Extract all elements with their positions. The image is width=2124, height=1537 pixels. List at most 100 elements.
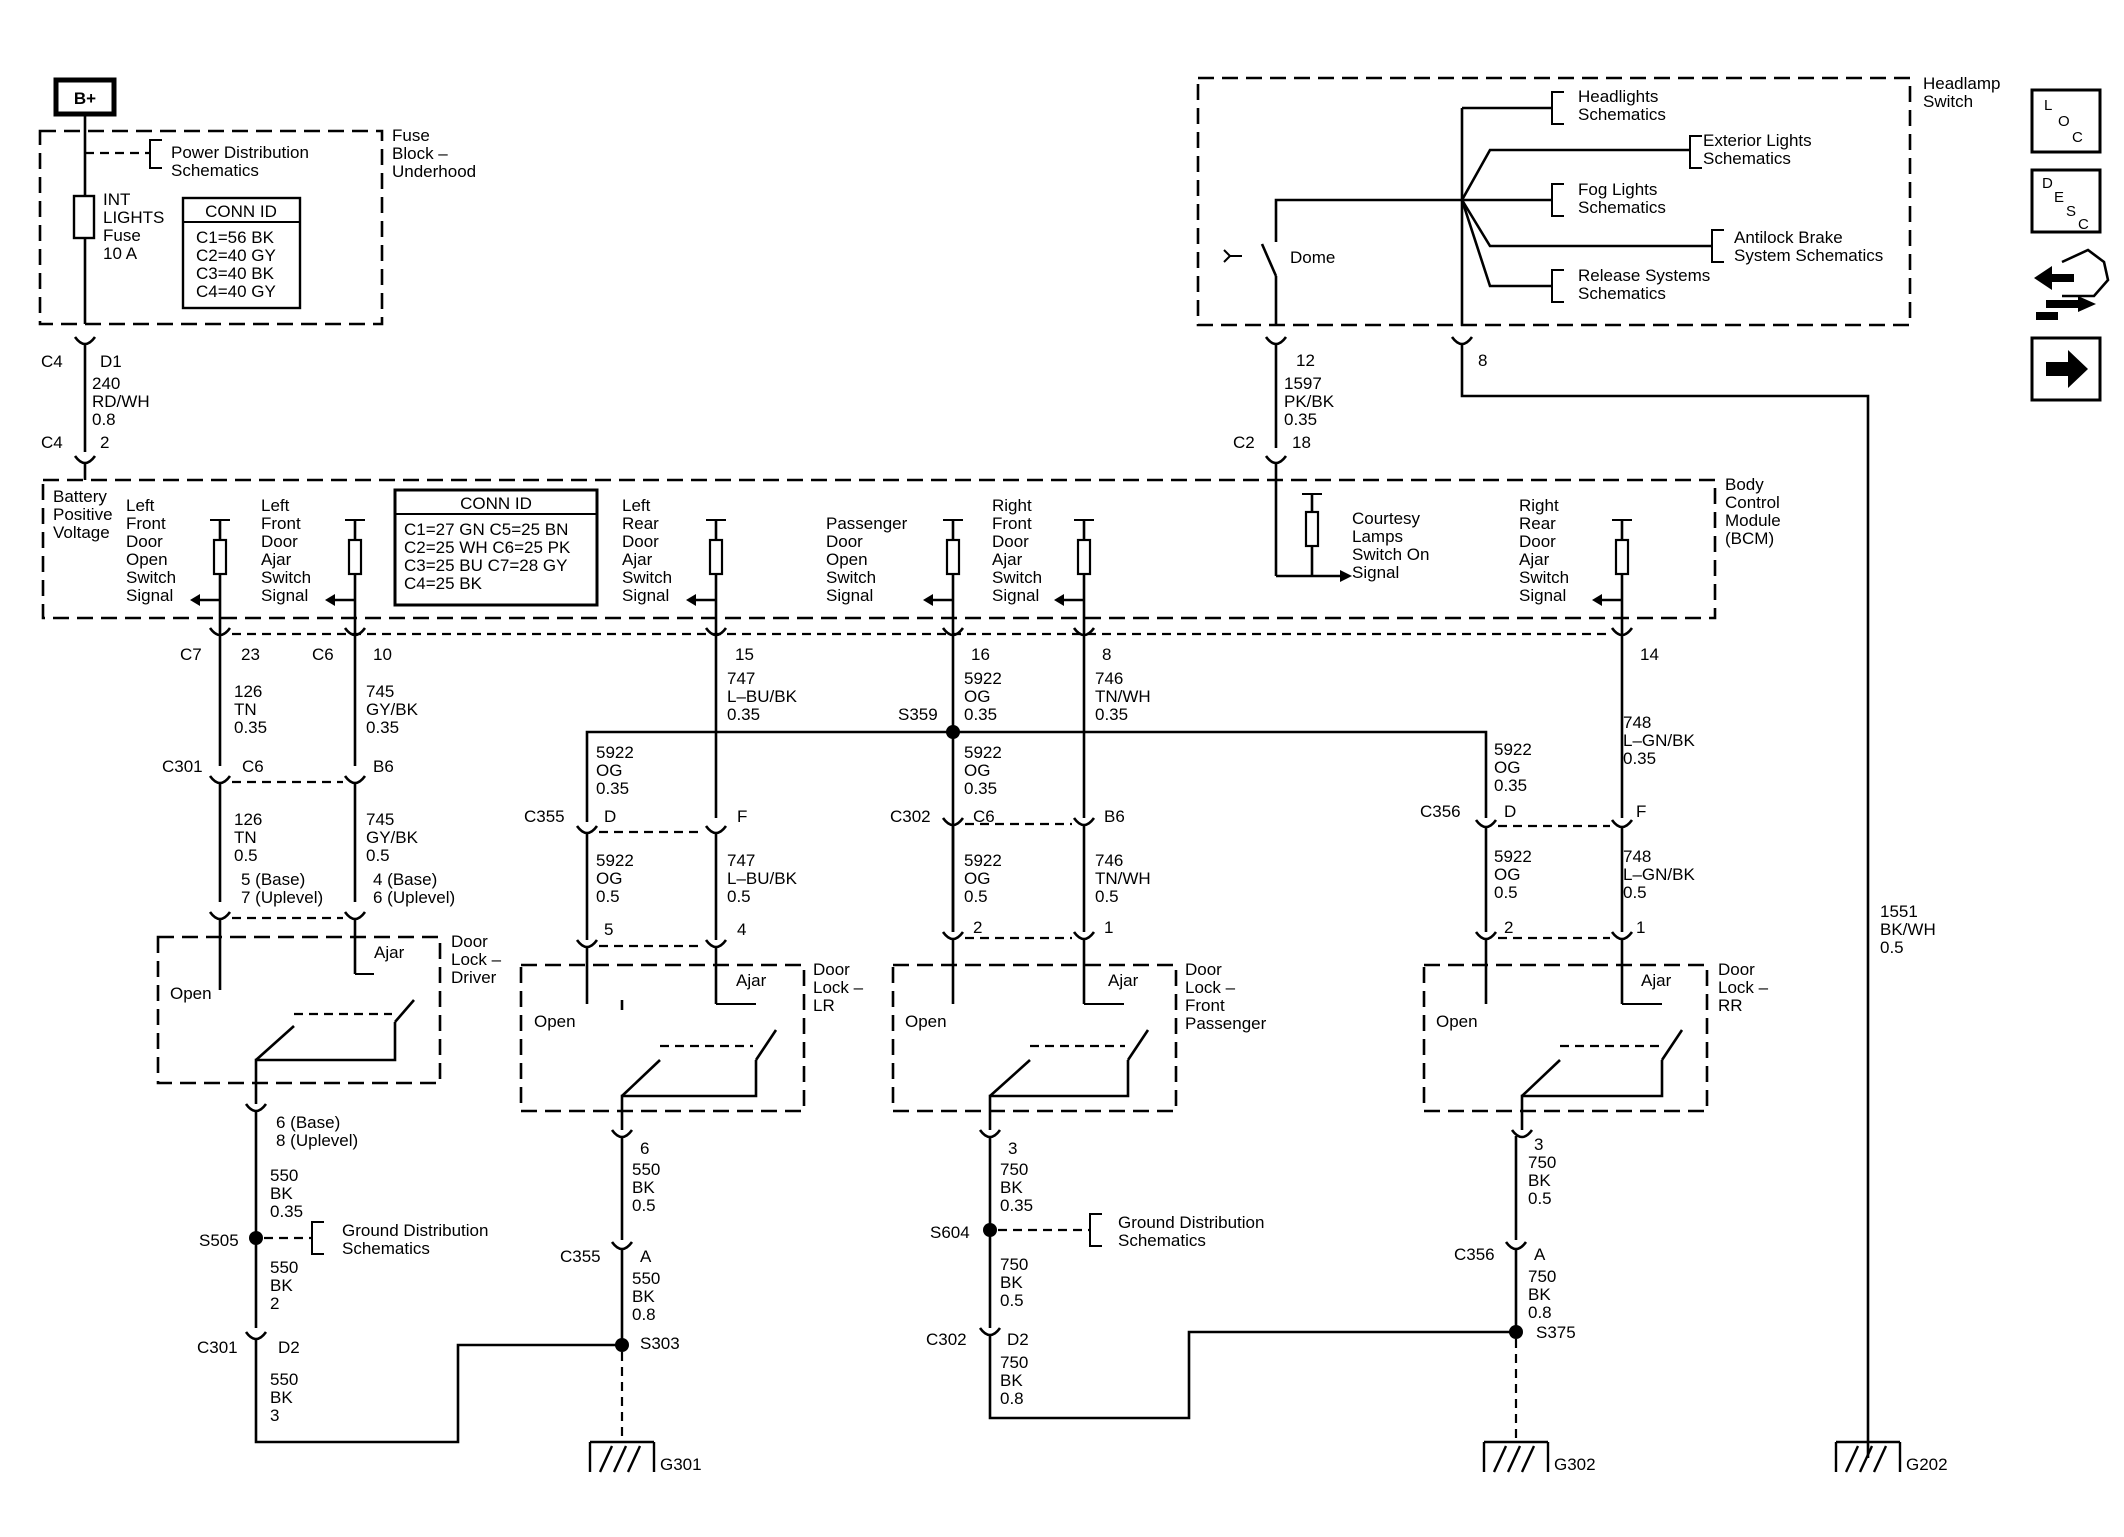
desc-icon[interactable]: D E S C [2030,168,2102,234]
svg-text:0.5: 0.5 [1000,1291,1024,1310]
svg-text:BK/WH: BK/WH [1880,920,1936,939]
loc-icon[interactable]: L O C [2030,88,2102,154]
svg-text:BK: BK [270,1184,293,1203]
svg-text:Ajar: Ajar [1641,971,1672,990]
svg-text:Left: Left [622,496,651,515]
svg-text:0.5: 0.5 [1623,883,1647,902]
svg-text:TN/WH: TN/WH [1095,869,1151,888]
svg-text:CONN ID: CONN ID [205,202,277,221]
svg-text:BK: BK [270,1388,293,1407]
svg-text:750: 750 [1528,1267,1556,1286]
svg-text:0.35: 0.35 [234,718,267,737]
svg-text:0.5: 0.5 [1095,887,1119,906]
rr-ground-circuit [1504,1129,1534,1442]
c301-connector [208,775,367,921]
svg-text:8: 8 [1478,351,1487,370]
svg-text:Fuse: Fuse [103,226,141,245]
svg-text:7 (Uplevel): 7 (Uplevel) [241,888,323,907]
svg-text:Open: Open [826,550,868,569]
svg-text:3: 3 [1534,1135,1543,1154]
svg-text:0.35: 0.35 [270,1202,303,1221]
svg-text:Door: Door [126,532,163,551]
svg-text:Courtesy: Courtesy [1352,509,1421,528]
svg-text:C: C [2072,129,2083,146]
svg-text:Open: Open [534,1012,576,1031]
svg-text:LIGHTS: LIGHTS [103,208,164,227]
svg-text:18: 18 [1292,433,1311,452]
svg-text:4: 4 [737,920,746,939]
svg-text:Signal: Signal [261,586,308,605]
svg-text:Front: Front [992,514,1032,533]
svg-text:BK: BK [1000,1273,1023,1292]
next-page-arrow-icon[interactable] [2030,336,2102,402]
svg-text:0.35: 0.35 [964,705,997,724]
svg-text:2: 2 [973,918,982,937]
svg-text:Switch On: Switch On [1352,545,1429,564]
svg-text:0.5: 0.5 [1880,938,1904,957]
svg-text:0.5: 0.5 [1528,1189,1552,1208]
svg-text:TN/WH: TN/WH [1095,687,1151,706]
power-ref-bracket [149,139,162,169]
svg-text:C1=56 BK: C1=56 BK [196,228,275,247]
svg-text:746: 746 [1095,851,1123,870]
svg-text:0.35: 0.35 [964,779,997,798]
fp-ground-circuit [978,1129,1516,1420]
wire-1551-label: 1551 [1880,902,1918,921]
svg-text:Door: Door [451,932,488,951]
svg-text:C7: C7 [180,645,202,664]
svg-text:RD/WH: RD/WH [92,392,150,411]
svg-text:2: 2 [270,1294,279,1313]
svg-text:BK: BK [632,1178,655,1197]
svg-text:0.5: 0.5 [727,887,751,906]
svg-text:C355: C355 [524,807,565,826]
svg-text:126: 126 [234,682,262,701]
svg-text:Left: Left [126,496,155,515]
svg-text:Passenger: Passenger [1185,1014,1267,1033]
svg-text:1: 1 [1104,918,1113,937]
svg-text:5922: 5922 [964,743,1002,762]
svg-text:S375: S375 [1536,1323,1576,1342]
ground-g202: G202 [1834,1440,1948,1474]
svg-text:6 (Uplevel): 6 (Uplevel) [373,888,455,907]
svg-text:Front: Front [126,514,166,533]
svg-text:BK: BK [1528,1285,1551,1304]
svg-text:BK: BK [632,1287,655,1306]
svg-text:Lock –: Lock – [1718,978,1769,997]
svg-text:L–BU/BK: L–BU/BK [727,869,798,888]
svg-text:550: 550 [632,1160,660,1179]
svg-text:Ajar: Ajar [992,550,1023,569]
headlamp-pin12-connector [1264,336,1288,346]
svg-text:L: L [2044,97,2052,114]
connector-end-view-icon[interactable] [2034,248,2110,320]
svg-text:A: A [640,1247,652,1266]
svg-text:Block –: Block – [392,144,448,163]
svg-text:INT: INT [103,190,130,209]
svg-text:CONN ID: CONN ID [460,494,532,513]
svg-text:C1=27 GN C5=25 BN: C1=27 GN C5=25 BN [404,520,568,539]
svg-text:BK: BK [1000,1371,1023,1390]
c4-2-connector [73,455,97,465]
svg-text:C6: C6 [973,807,995,826]
svg-text:Switch: Switch [1923,92,1973,111]
svg-text:0.35: 0.35 [727,705,760,724]
svg-text:Voltage: Voltage [53,523,110,542]
svg-text:Schematics: Schematics [1703,149,1791,168]
svg-text:D2: D2 [278,1338,300,1357]
svg-text:Front: Front [261,514,301,533]
svg-text:0.35: 0.35 [1095,705,1128,724]
svg-text:C356: C356 [1420,802,1461,821]
svg-text:0.5: 0.5 [234,846,258,865]
svg-text:5 (Base): 5 (Base) [241,870,305,889]
lr-ground-circuit [610,1129,634,1442]
bcm-conn-id-table [393,488,599,607]
svg-text:5922: 5922 [964,851,1002,870]
dome-label: Dome [1290,248,1335,267]
svg-text:Right: Right [1519,496,1559,515]
fuse-block-title: Fuse Block – Underhood [392,126,476,181]
svg-text:System Schematics: System Schematics [1734,246,1883,265]
